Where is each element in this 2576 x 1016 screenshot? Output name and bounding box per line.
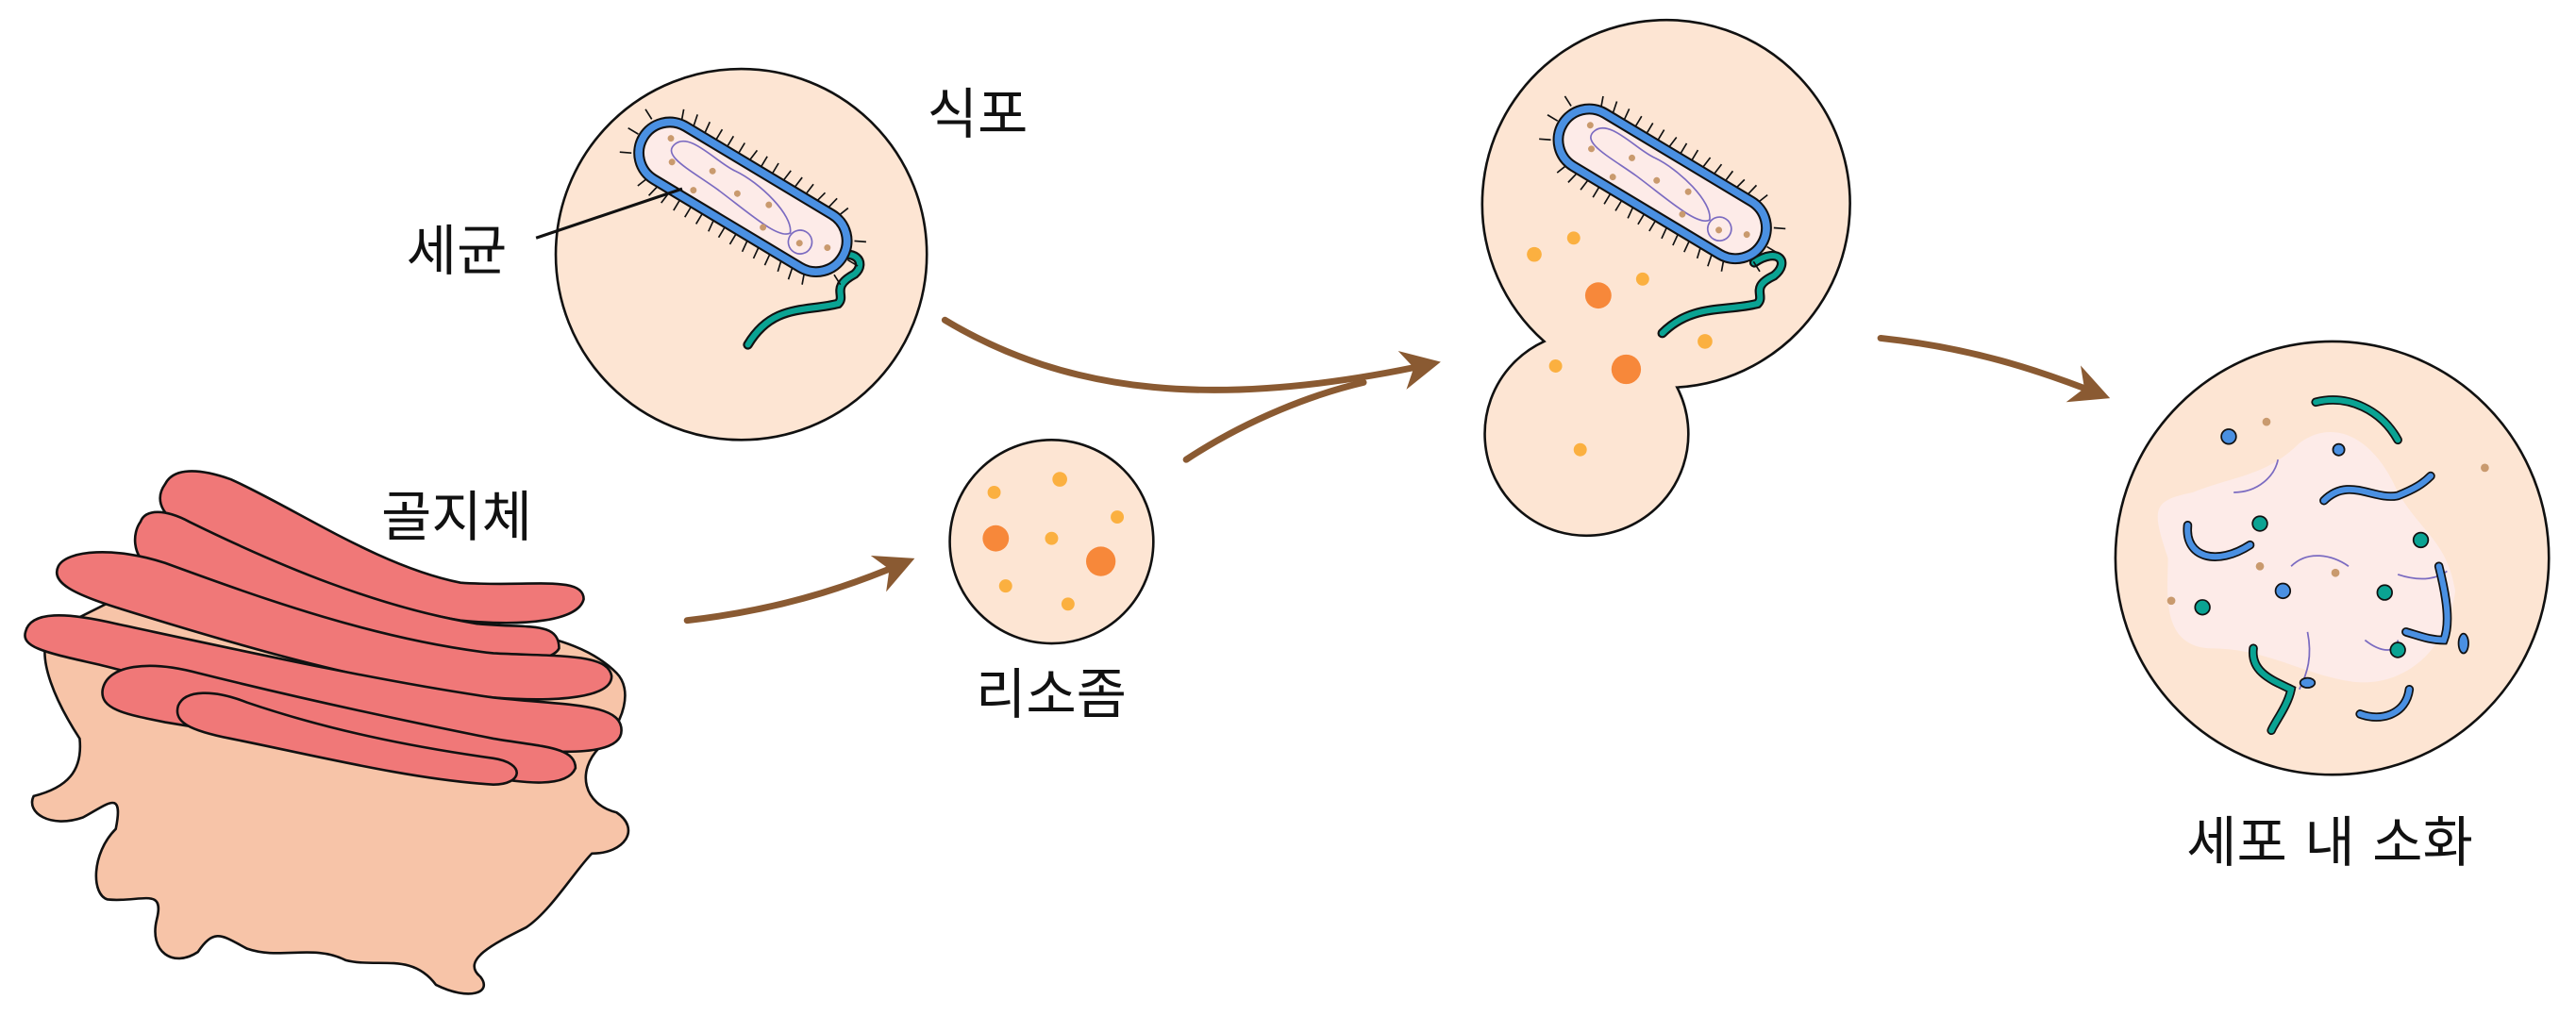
label-bacterium: 세균 <box>406 219 508 283</box>
label-golgi: 골지체 <box>380 485 533 549</box>
phagosome <box>554 67 928 441</box>
label-lysosome: 리소좀 <box>975 662 1128 726</box>
arrow-lysosome-to-fusion <box>1182 378 1367 463</box>
label-digestion: 세포 내 소화 <box>2186 810 2473 874</box>
arrow-fusion-to-digestion <box>1877 334 2111 403</box>
digested-cell <box>2114 340 2551 776</box>
golgi-apparatus <box>24 470 630 995</box>
arrows <box>683 316 2111 625</box>
arrow-phagosome-to-fusion <box>941 316 1441 393</box>
arrow-golgi-to-lysosome <box>683 556 915 625</box>
bacterium-pointer <box>535 187 683 240</box>
label-phagosome: 식포 <box>927 82 1029 146</box>
lysosome <box>948 438 1155 645</box>
phagolysosome <box>1480 18 1851 538</box>
